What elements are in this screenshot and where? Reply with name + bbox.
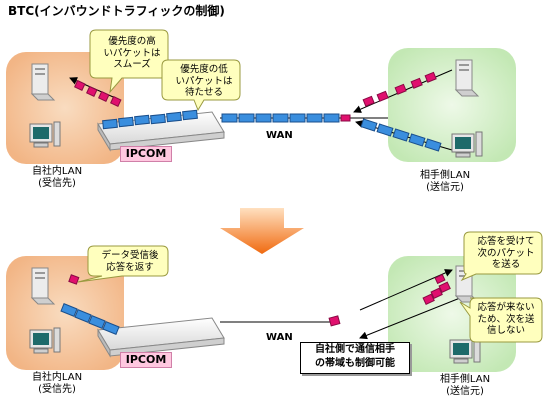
bottom-ipcom-device [97, 317, 225, 358]
bottom-callout-send: 応答を受けて 次のパケット を送る [477, 236, 535, 270]
top-low-packet-queue [102, 109, 198, 130]
top-right-high-packets [353, 69, 453, 113]
top-right-lan-area [388, 48, 516, 162]
bottom-right-lan-area [388, 256, 516, 372]
top-wan-low-packets [221, 113, 351, 123]
top-left-server-icon [30, 63, 56, 101]
bottom-right-pc-icon [449, 337, 481, 364]
top-ipcom-device [97, 111, 225, 152]
top-callout-low: 優先度の低 いパケットは 待たせる [175, 64, 233, 98]
bottom-left-server-icon [30, 267, 56, 305]
top-right-low-packets [355, 118, 453, 152]
bottom-scenario [6, 231, 543, 372]
bottom-nosend-arrow [359, 297, 461, 340]
top-left-lan-label: 自社内LAN (受信先) [31, 166, 83, 189]
bottom-callout-nosend: 応答が来ない ため、次を送 信しない [477, 302, 535, 336]
bottom-wan-label: WAN [266, 332, 293, 343]
bottom-right-high-packets [422, 273, 451, 305]
bottom-note-box: 自社側で通信相手 の帯域も制御可能 [300, 342, 410, 374]
top-ipcom-label: IPCOM [120, 146, 172, 162]
top-callout-low-shape [161, 59, 241, 112]
top-right-lan-label: 相手側LAN (送信元) [419, 170, 471, 193]
top-wan-label: WAN [266, 130, 293, 141]
top-callout-high-shape [89, 29, 169, 94]
bottom-callout-nosend-shape [459, 297, 543, 343]
top-callout-high: 優先度の高 いパケットは スムーズ [103, 36, 161, 70]
top-high-packets-left [69, 77, 122, 107]
bottom-callout-send-shape [460, 231, 543, 282]
bottom-low-packet-queue [60, 303, 120, 335]
page-title: BTC(インバウンドトラフィックの制御) [8, 4, 225, 18]
bottom-right-lan-label: 相手側LAN (送信元) [439, 374, 491, 397]
top-left-pc-icon [29, 121, 61, 148]
transition-arrow [220, 208, 304, 254]
top-scenario [6, 29, 516, 164]
bottom-ipcom-label: IPCOM [120, 352, 172, 368]
bottom-callout-ack-shape [77, 245, 169, 283]
bottom-ack-packet-left [68, 274, 80, 285]
top-right-pc-icon [451, 131, 483, 158]
bottom-wan-ack-packet [328, 315, 341, 327]
top-right-server-icon [454, 59, 480, 97]
bottom-left-pc-icon [29, 327, 61, 354]
bottom-callout-ack: データ受信後 応答を返す [101, 250, 159, 273]
bottom-left-lan-label: 自社内LAN (受信先) [31, 372, 83, 395]
bottom-ack-arrow [359, 269, 453, 311]
